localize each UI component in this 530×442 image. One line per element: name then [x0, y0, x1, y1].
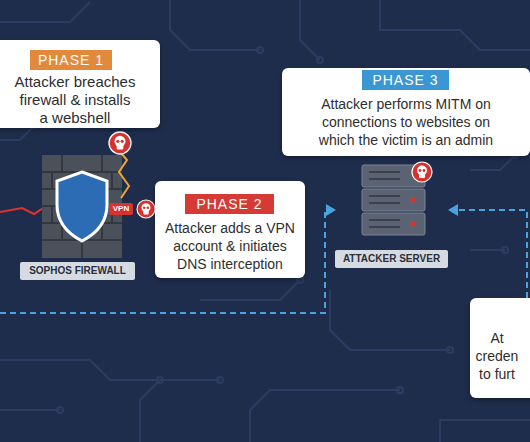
dashed-connector-line: [456, 210, 527, 298]
skull-icon: [423, 169, 426, 172]
skull-icon: [147, 206, 150, 209]
phase-badge: PHASE 2: [185, 194, 274, 214]
circuit-trace: [170, 0, 260, 50]
attacker-server-icon: [369, 172, 400, 227]
attacker-server-icon: [362, 189, 425, 211]
skull-icon: [412, 162, 432, 182]
attacker-server-icon: [362, 213, 425, 235]
circuit-trace: [217, 377, 223, 383]
circuit-trace: [0, 2, 90, 22]
firewall-shield: [57, 172, 107, 241]
device-label: ATTACKER SERVER: [335, 250, 448, 268]
circuit-trace: [0, 360, 220, 380]
circuit-trace: [250, 390, 400, 442]
skull-icon: [109, 132, 131, 154]
skull-icon: [142, 203, 151, 212]
skull-icon: [116, 140, 119, 143]
circuit-trace: [502, 247, 508, 253]
skull-icon: [143, 211, 148, 215]
circuit-trace: [440, 420, 530, 442]
skull-icon: [137, 200, 155, 218]
attacker-server-icon: [411, 198, 416, 203]
circuit-trace: [257, 47, 263, 53]
firewall-wall: [51, 206, 53, 223]
attacker-server-icon: [411, 222, 416, 227]
attacker-server-icon: [369, 195, 400, 197]
phase-description: At creden to furt: [472, 329, 522, 383]
attacker-server-icon: [369, 171, 400, 173]
attacker-server-icon: [369, 226, 400, 228]
phase-description: Attacker performs MITM on connections to…: [304, 95, 509, 149]
phase-badge: PHASE 3: [362, 70, 449, 90]
skull-icon: [412, 162, 432, 182]
circuit-trace: [397, 387, 403, 393]
skull-icon: [117, 145, 124, 149]
circuit-trace: [140, 380, 160, 442]
firewall-wall: [111, 172, 113, 189]
circuit-trace: [200, 280, 300, 300]
phase-badge: PHASE 1: [30, 50, 112, 70]
attacker-server-icon: [369, 178, 400, 180]
firewall-node: SOPHOS FIREWALL: [20, 150, 135, 282]
arrowhead: [448, 204, 458, 216]
phase-card: PHASE 3 Attacker performs MITM on connect…: [282, 68, 530, 156]
phase-card: PHASE 2 Attacker adds a VPN account & ini…: [155, 181, 305, 278]
circuit-trace: [380, 0, 530, 50]
skull-icon: [419, 174, 425, 178]
skull-icon: [137, 200, 155, 218]
circuit-trace: [470, 155, 515, 170]
circuit-trace: [470, 249, 505, 251]
server-node: ATTACKER SERVER: [335, 160, 448, 270]
circuit-trace: [57, 407, 63, 413]
firewall-wall: [81, 240, 83, 258]
wire-arrowhead: [326, 204, 336, 216]
firewall-wall: [61, 155, 63, 172]
breach-crack: [117, 148, 129, 198]
phase-description: Attacker breaches firewall & installs a …: [14, 73, 135, 127]
firewall-wall: [101, 155, 103, 172]
firewall-wall: [51, 172, 53, 189]
attacker-server-icon: [369, 202, 400, 204]
phase-description: Attacker adds a VPN account & initiates …: [165, 219, 295, 273]
phase-card: At creden to furt: [470, 298, 530, 398]
skull-icon: [121, 140, 124, 143]
circuit-trace: [157, 377, 163, 383]
device-label: SOPHOS FIREWALL: [20, 262, 135, 280]
skull-icon: [419, 169, 422, 172]
skull-icon: [109, 132, 131, 154]
data-flow-connector: [448, 204, 527, 298]
skull-icon: [143, 206, 146, 209]
circuit-trace: [300, 0, 320, 60]
vpn-tag: VPN: [109, 203, 133, 215]
circuit-trace: [317, 57, 323, 63]
attacker-server-icon: [369, 219, 400, 221]
phase-card: PHASE 1 Attacker breaches firewall & inst…: [0, 40, 160, 128]
circuit-trace: [0, 409, 60, 411]
circuit-trace: [447, 347, 453, 353]
circuit-trace: [330, 290, 450, 350]
